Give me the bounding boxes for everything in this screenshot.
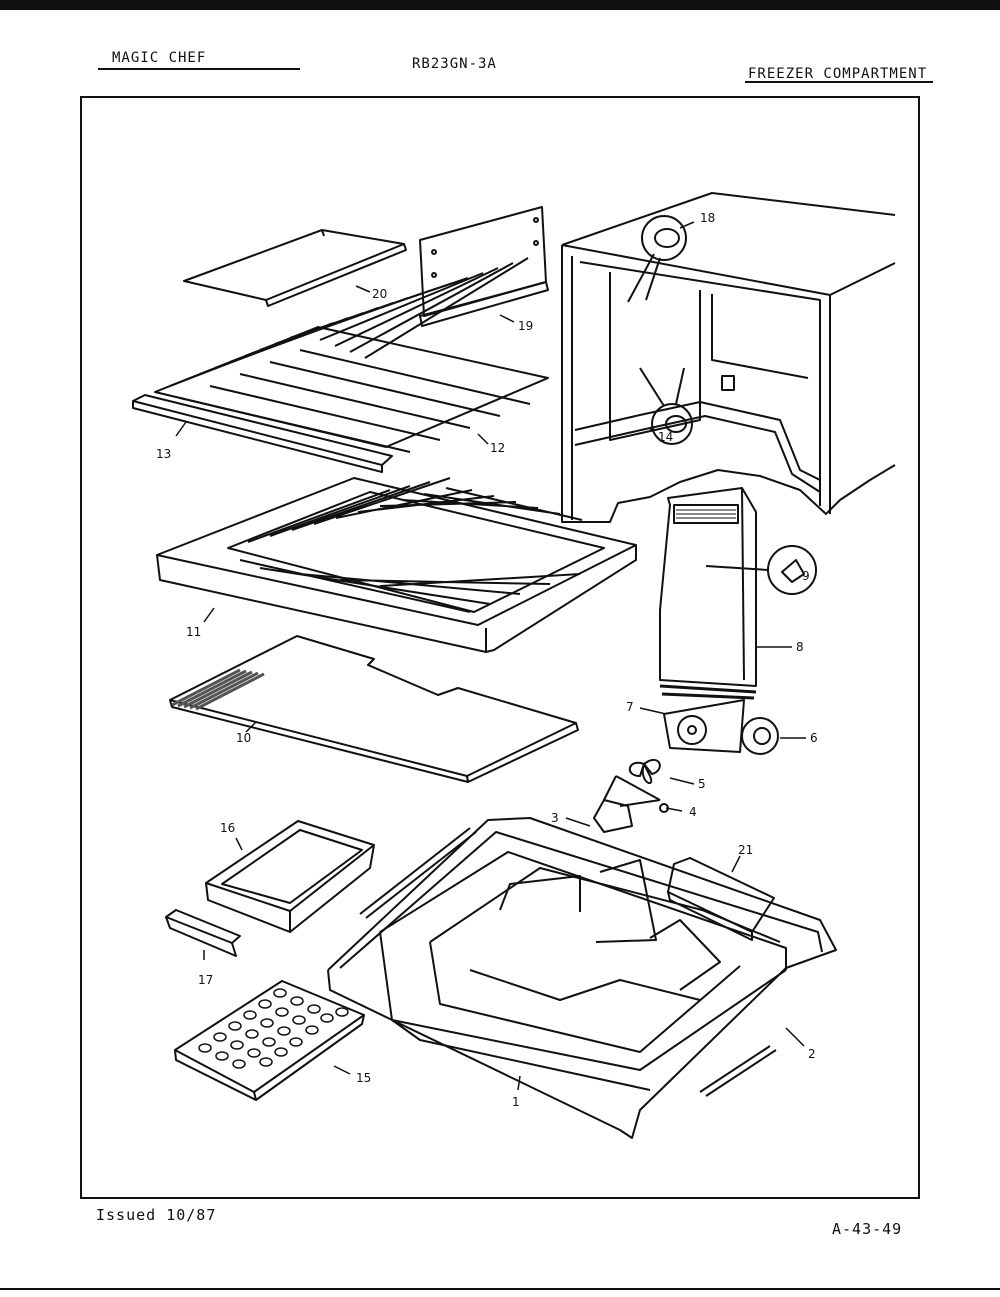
callout-19: 19 [518, 319, 533, 333]
part-1-liner [327, 817, 837, 1139]
part-17-handle [165, 909, 241, 957]
part-8-duct [659, 487, 757, 700]
callout-12: 12 [490, 441, 505, 455]
part-16-storage-pan [205, 820, 375, 933]
part-14-detail [639, 367, 693, 445]
callout-4: 4 [689, 805, 697, 819]
part-20-shelf [183, 229, 407, 307]
callout-21: 21 [738, 843, 753, 857]
part-5-fan-blade [629, 758, 661, 785]
section-label: FREEZER COMPARTMENT [748, 66, 928, 82]
section-underline [745, 81, 933, 83]
page-code: A-43-49 [832, 1220, 903, 1238]
callout-16: 16 [220, 821, 235, 835]
callout-leaders [175, 221, 806, 1091]
part-9-detail [705, 545, 817, 595]
part-15-ice-cube-tray [174, 980, 365, 1101]
callout-20: 20 [372, 287, 387, 301]
part-11-ice-tray-shelf [156, 477, 637, 653]
callout-13: 13 [156, 447, 171, 461]
top-rule [0, 0, 1000, 10]
callout-11: 11 [186, 625, 201, 639]
diagram-frame [80, 96, 920, 1199]
callout-7: 7 [626, 700, 634, 714]
callout-9: 9 [802, 569, 810, 583]
freezer-cabinet [561, 192, 896, 523]
part-19-divider [419, 206, 549, 327]
part-10-evaporator-cover [169, 635, 579, 783]
bottom-rule [0, 1288, 1000, 1290]
brand-label: MAGIC CHEF [112, 50, 207, 66]
part-12-wire-shelf [154, 257, 549, 453]
callout-17: 17 [198, 973, 213, 987]
issued-date: Issued 10/87 [96, 1206, 217, 1224]
callout-2: 2 [808, 1047, 816, 1061]
callout-6: 6 [810, 731, 818, 745]
callout-14: 14 [658, 430, 673, 444]
callout-5: 5 [698, 777, 706, 791]
part-3-motor-mount [593, 775, 669, 833]
callout-10: 10 [236, 731, 251, 745]
callout-3: 3 [551, 811, 559, 825]
part-6-fan-motor [741, 717, 779, 755]
model-label: RB23GN-3A [412, 56, 497, 72]
part-13-shelf-trim [132, 394, 393, 473]
part-7-bracket [663, 699, 745, 753]
callout-8: 8 [796, 640, 804, 654]
callout-numbers: 1 2 3 4 5 6 7 8 9 10 11 12 13 14 15 16 1… [156, 211, 818, 1109]
part-18-detail [627, 215, 687, 303]
callout-18: 18 [700, 211, 715, 225]
callout-15: 15 [356, 1071, 371, 1085]
callout-1: 1 [512, 1095, 520, 1109]
brand-underline [98, 68, 300, 70]
